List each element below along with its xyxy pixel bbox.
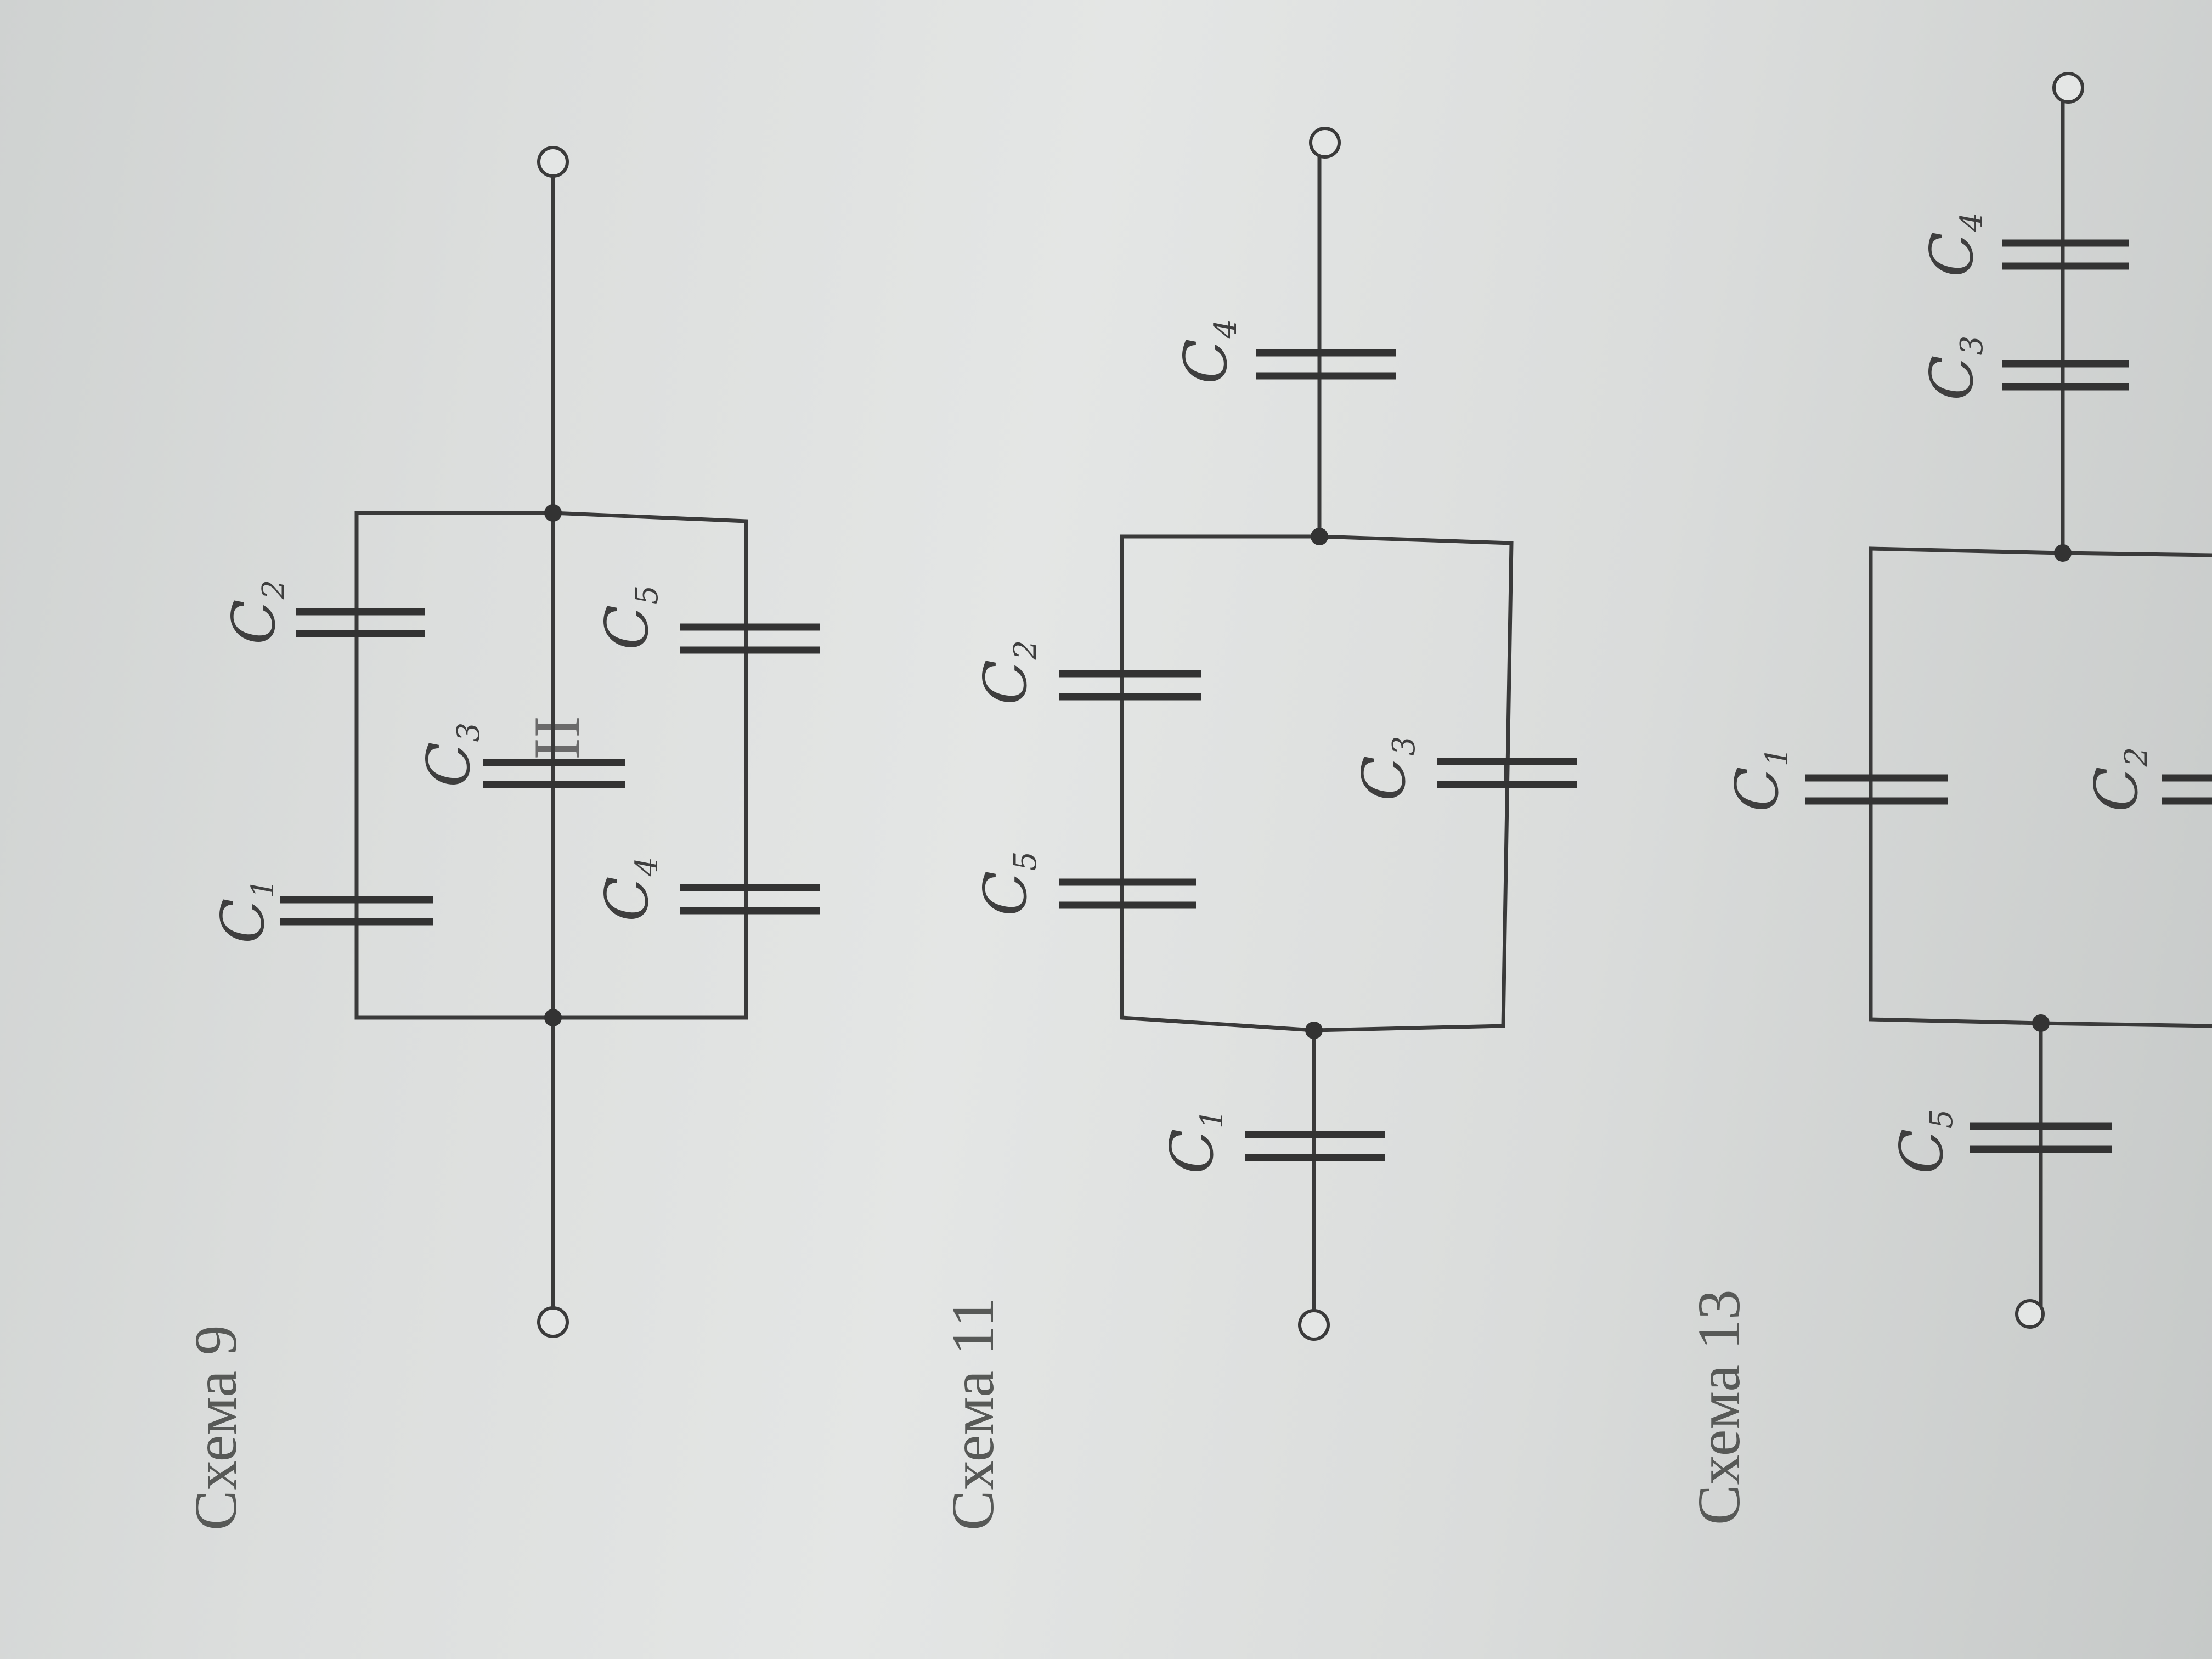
junction-node [544,504,562,522]
capacitor-c1 [1805,774,1948,805]
capacitor-c3 [1437,758,1577,788]
label-c4: C4 [1172,319,1244,384]
scheme-title: Схема 9 [182,1325,249,1531]
label-c3: C3 [415,723,487,787]
capacitor-c5 [1059,878,1196,909]
terminal-right [537,146,569,178]
label-c4: C4 [593,857,665,922]
scheme-title: Схема 11 [939,1297,1006,1531]
label-c5: C5 [593,585,665,650]
terminal-right [1309,127,1341,159]
junction-node [544,1009,562,1026]
junction-node [2054,544,2072,562]
junction-node [2032,1014,2050,1032]
label-c5: C5 [1888,1109,1960,1174]
scheme-9: Схема 9 [182,146,820,1531]
capacitor-c5 [680,623,820,654]
label-c3: C3 [1918,336,1990,400]
scheme-11: Схема 11 [939,127,1577,1531]
capacitor-c4 [1256,349,1396,380]
terminal-left [537,1306,569,1338]
label-c2: C2 [972,640,1043,705]
capacitor-c3 [2002,360,2129,391]
capacitor-c5 [1970,1122,2112,1153]
capacitor-c2 [2162,774,2212,805]
label-c1: C1 [1158,1109,1230,1174]
terminal-left [1298,1309,1330,1341]
label-c1: C1 [1723,747,1795,812]
label-c1: C1 [209,879,281,944]
label-c2: C2 [220,580,292,645]
capacitor-c4 [680,884,820,915]
label-c2: C2 [2083,747,2154,812]
capacitor-c1 [1245,1131,1385,1161]
capacitor-c4 [2002,239,2129,270]
scheme-title: Схема 13 [1685,1289,1752,1525]
page-number-stub: II [520,716,593,760]
label-c5: C5 [972,851,1043,916]
capacitor-c3 [483,759,625,789]
scheme-13: Схема 13 [1685,72,2212,1525]
terminal-right [2052,72,2084,104]
junction-node [1311,528,1328,545]
scheme-9-wiring [354,171,748,1311]
junction-node [1305,1022,1323,1039]
capacitor-c2 [1059,670,1201,701]
label-c3: C3 [1350,736,1422,801]
capacitor-c1 [280,892,433,929]
capacitor-c2 [296,607,425,639]
terminal-left [2015,1299,2045,1329]
label-c4: C4 [1918,212,1990,277]
